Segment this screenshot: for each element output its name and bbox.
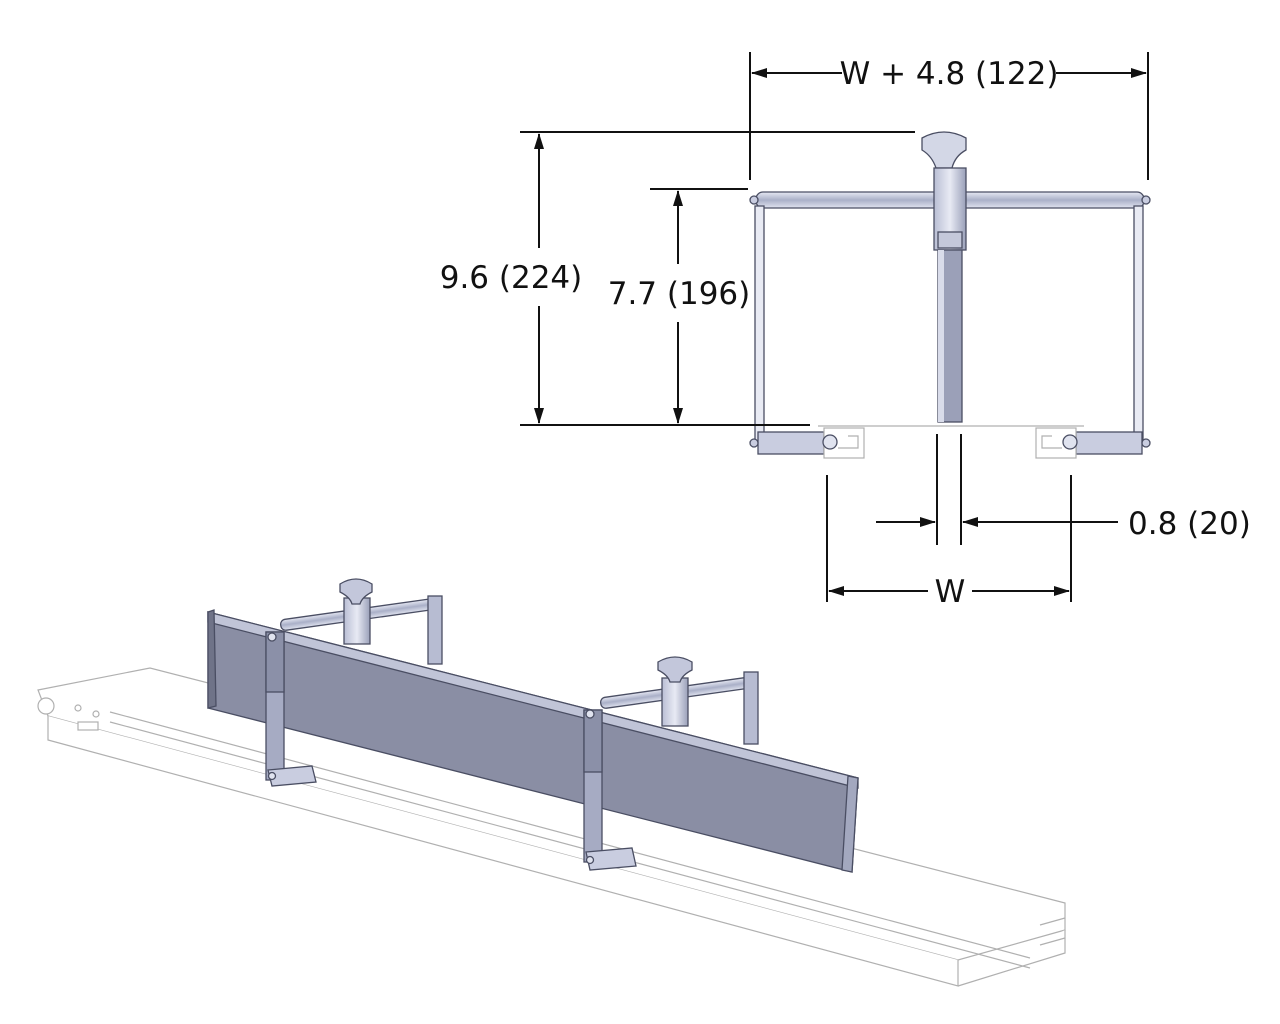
front-right-frame (1035, 427, 1151, 459)
dimension-overall-width: W + 4.8 (122) (749, 52, 1149, 180)
dim-label-gap: 0.8 (20) (1128, 506, 1251, 542)
front-view (749, 131, 1151, 459)
front-left-frame (749, 427, 865, 459)
dim-label-overall-width: W + 4.8 (122) (840, 56, 1059, 92)
dim-label-inner-height: 7.7 (196) (608, 276, 751, 312)
dim-label-belt-width: W (935, 574, 966, 610)
front-right-arm (1133, 205, 1144, 443)
conveyor-label-plate (77, 721, 99, 731)
front-adjust-knob (921, 131, 967, 169)
conveyor-end-pulley (37, 697, 55, 715)
bracket-assembly-left (265, 578, 443, 787)
knob-left (339, 578, 373, 605)
dim-label-overall-height: 9.6 (224) (440, 260, 583, 296)
dimension-overall-height: 9.6 (224) (440, 131, 915, 426)
dimension-gap: 0.8 (20) (876, 434, 1251, 545)
knob-right (657, 656, 693, 683)
isometric-view (37, 578, 1066, 987)
dimension-inner-height: 7.7 (196) (608, 188, 751, 424)
guide-rail-panel (207, 609, 859, 873)
dimension-belt-width: W (826, 475, 1072, 610)
front-left-arm (754, 205, 765, 443)
bracket-assembly-right (583, 656, 759, 871)
